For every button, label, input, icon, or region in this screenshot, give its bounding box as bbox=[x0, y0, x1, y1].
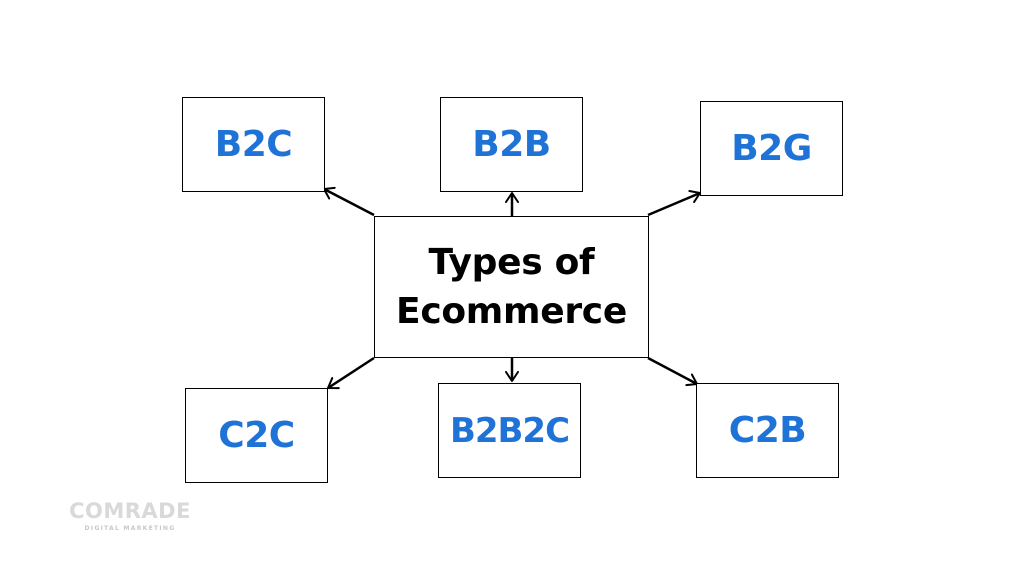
node-b2b-label: B2B bbox=[472, 124, 551, 165]
node-b2g-label: B2G bbox=[731, 128, 812, 169]
node-b2b2c: B2B2C bbox=[438, 383, 581, 478]
arrow-to-c2c bbox=[327, 356, 375, 390]
node-c2b-label: C2B bbox=[728, 410, 807, 451]
node-b2g: B2G bbox=[700, 101, 843, 196]
arrow-to-b2c bbox=[323, 186, 375, 217]
node-b2b: B2B bbox=[440, 97, 583, 192]
center-node: Types of Ecommerce bbox=[374, 216, 649, 358]
node-c2b: C2B bbox=[696, 383, 839, 478]
company-logo: COMRADE DIGITAL MARKETING bbox=[64, 499, 196, 533]
node-b2c-label: B2C bbox=[214, 124, 293, 165]
arrow-to-b2g bbox=[647, 189, 701, 217]
node-c2c-label: C2C bbox=[218, 415, 295, 456]
arrow-to-c2b bbox=[647, 356, 698, 387]
center-title-line1: Types of bbox=[428, 242, 595, 283]
node-c2c: C2C bbox=[185, 388, 328, 483]
center-title-line2: Ecommerce bbox=[396, 291, 627, 332]
logo-wordmark: COMRADE bbox=[69, 499, 191, 523]
node-b2c: B2C bbox=[182, 97, 325, 192]
node-b2b2c-label: B2B2C bbox=[449, 410, 570, 451]
logo-tagline: DIGITAL MARKETING bbox=[84, 525, 176, 532]
center-node-title: Types of Ecommerce bbox=[396, 238, 627, 336]
